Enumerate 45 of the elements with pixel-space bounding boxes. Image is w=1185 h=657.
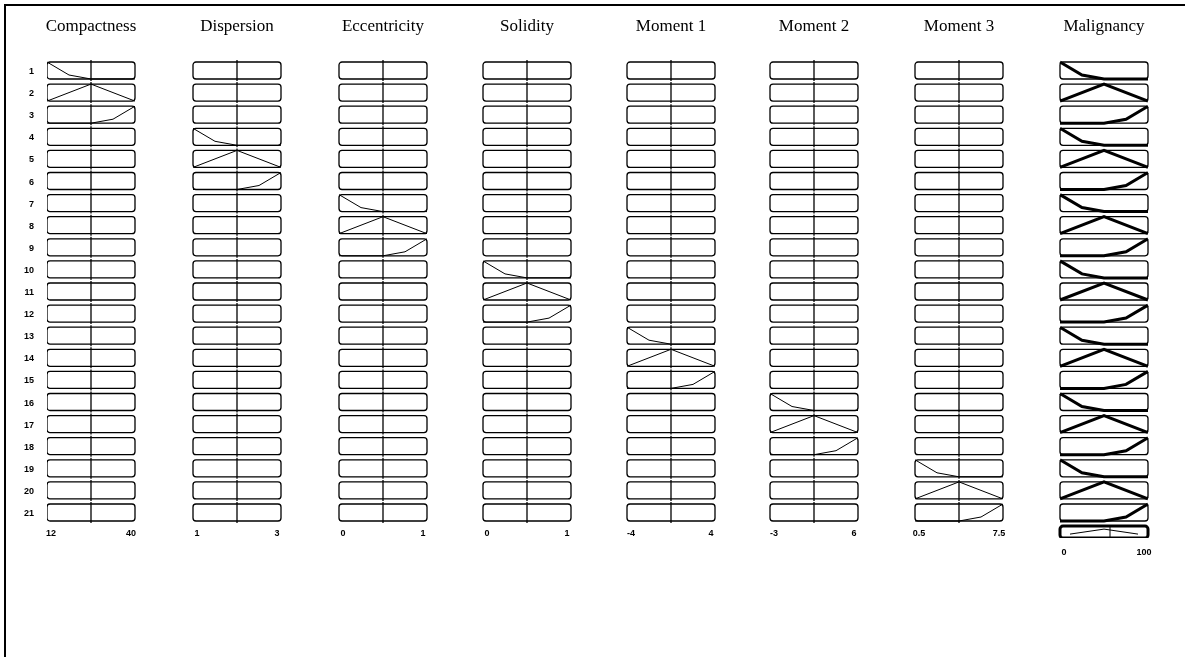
axis-tick-label: 0.5 (912, 528, 926, 538)
axis-tick-label: 40 (126, 528, 136, 538)
row-number: 11 (23, 287, 34, 297)
axis-tick-label: 100 (1136, 547, 1152, 557)
row-number: 8 (28, 220, 34, 231)
row-number: 21 (23, 508, 34, 518)
row-number: 3 (28, 110, 34, 121)
row-number: 12 (23, 309, 34, 320)
axis-tick-label: -3 (770, 528, 778, 538)
row-number: 5 (28, 154, 34, 165)
axis-tick-label: 1 (194, 528, 200, 538)
row-number: 4 (28, 132, 34, 143)
axis-tick-label: 3 (274, 528, 280, 538)
axis-tick-label: 7.5 (992, 528, 1006, 538)
row-number: 18 (23, 441, 34, 452)
column-heading: Moment 3 (923, 16, 995, 36)
axis-tick-label: -4 (627, 528, 635, 538)
axis-tick-label: 6 (851, 528, 857, 538)
axis-tick-label: 0 (1061, 547, 1067, 557)
column-heading: Moment 2 (778, 16, 850, 36)
column-heading: Solidity (500, 16, 554, 36)
row-number: 16 (23, 397, 34, 408)
row-number: 14 (23, 353, 34, 364)
column-heading: Compactness (45, 16, 137, 36)
row-number: 19 (23, 463, 34, 474)
row-number: 1 (28, 66, 34, 76)
row-number: 15 (23, 375, 34, 386)
axis-tick-label: 4 (708, 528, 714, 538)
axis-tick-label: 12 (46, 528, 56, 538)
row-number: 7 (28, 198, 34, 209)
row-number: 9 (28, 242, 34, 253)
row-number: 20 (23, 485, 34, 496)
column-heading: Malignancy (1063, 16, 1145, 36)
column-heading: Moment 1 (635, 16, 707, 36)
column-heading: Eccentricity (341, 16, 425, 36)
row-number: 6 (28, 176, 34, 187)
column-heading: Dispersion (200, 16, 274, 36)
axis-tick-label: 0 (340, 528, 346, 538)
row-number: 10 (23, 264, 34, 275)
axis-tick-label: 1 (564, 528, 570, 538)
axis-tick-label: 0 (484, 528, 490, 538)
row-number: 17 (23, 419, 34, 430)
row-number: 13 (23, 331, 34, 342)
row-number: 2 (28, 88, 34, 99)
axis-tick-label: 1 (420, 528, 426, 538)
